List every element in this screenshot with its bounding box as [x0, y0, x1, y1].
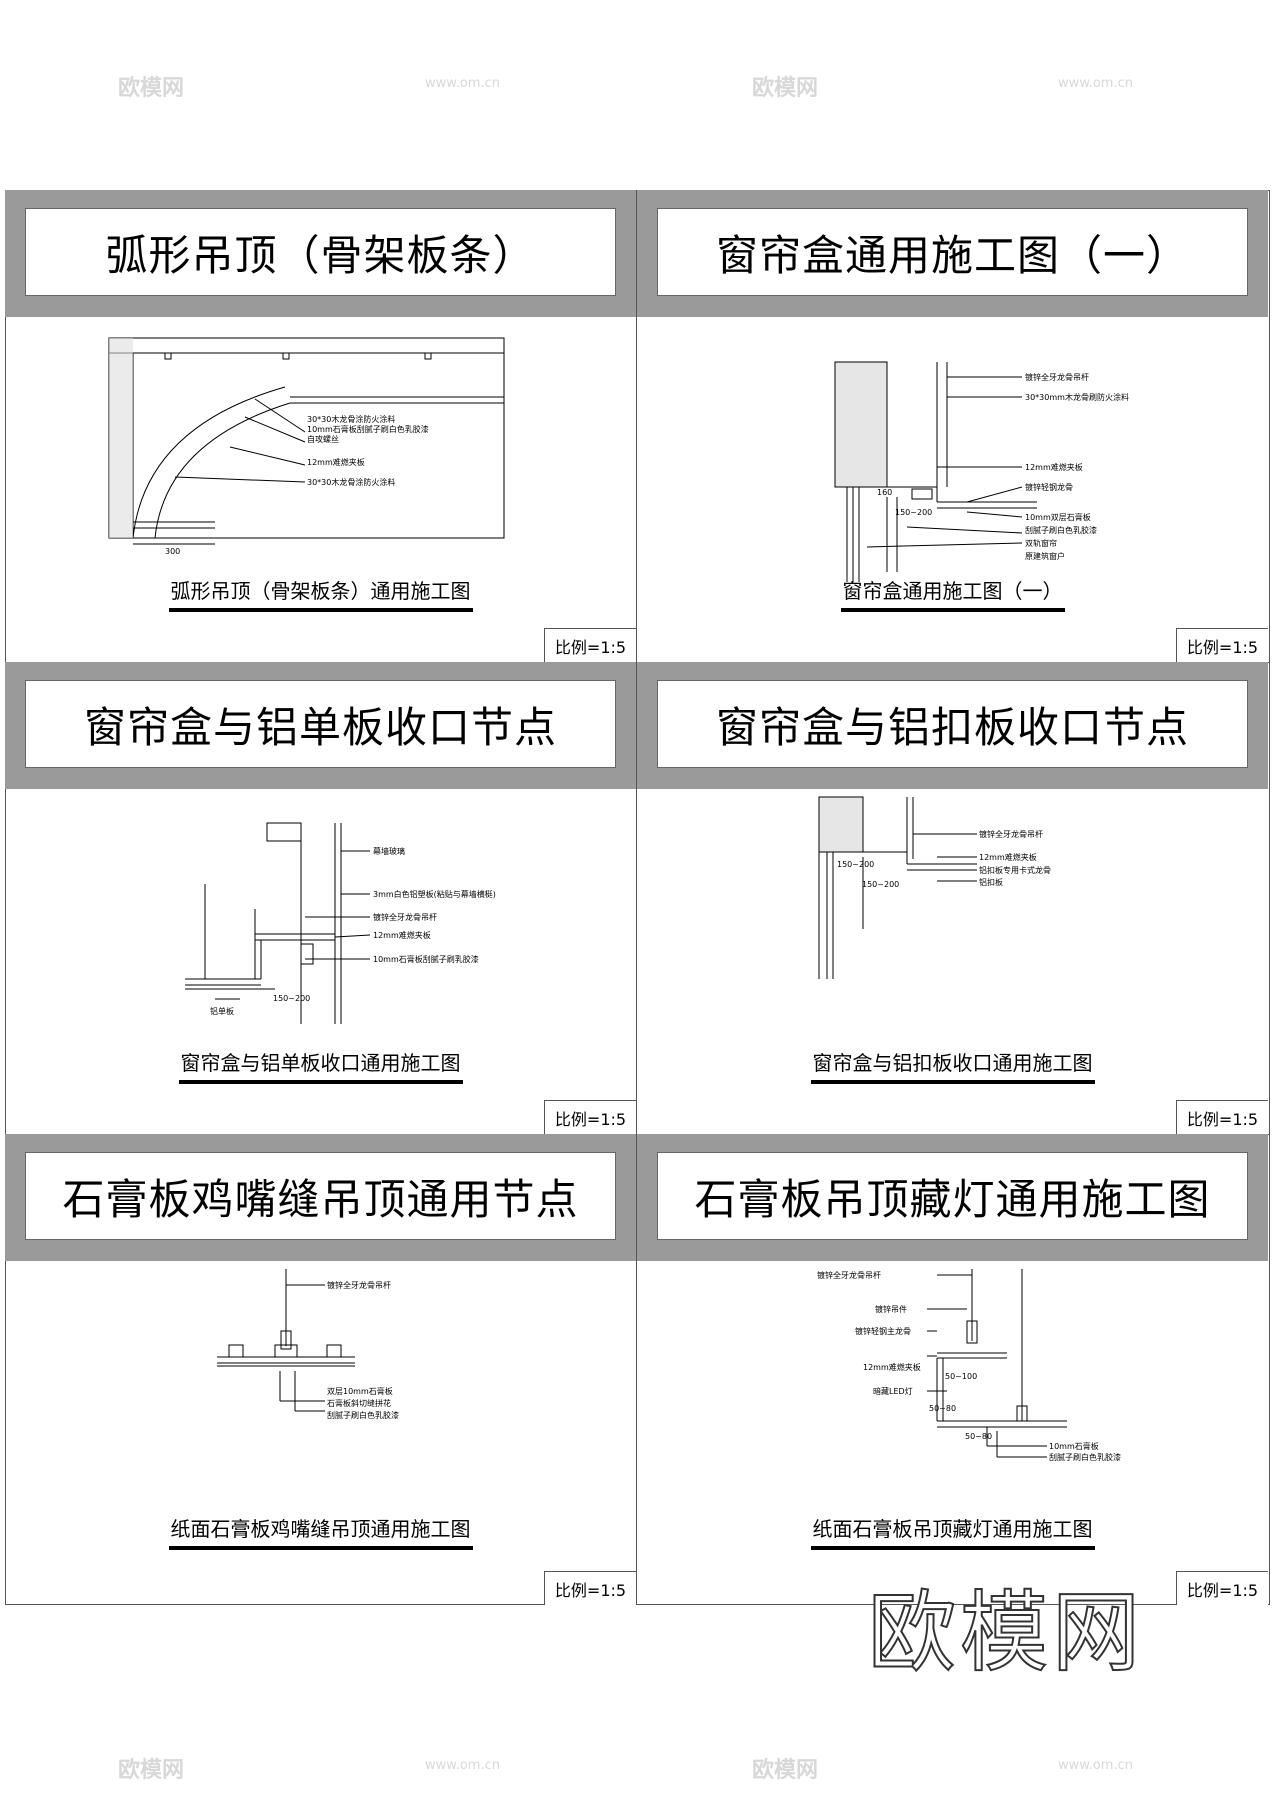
panel-caption: 窗帘盒通用施工图（一） [637, 575, 1268, 612]
label: 自攻螺丝 [307, 434, 339, 444]
dimension: 150~200 [837, 860, 874, 869]
watermark-url: www.om.cn [1058, 76, 1133, 91]
detail-drawing: 镀锌全牙龙骨吊杆 镀锌吊件 镀锌轻钢主龙骨 12mm难燃夹板 暗藏LED灯 10… [637, 1261, 1268, 1606]
label: 镀锌全牙龙骨吊杆 [1025, 372, 1089, 382]
panel-title: 窗帘盒通用施工图（一） [657, 208, 1248, 296]
watermark-brand: 欧模网 [118, 76, 185, 101]
label: 12mm难燃夹板 [979, 852, 1037, 862]
label: 30*30木龙骨涂防火涂料 [307, 477, 395, 487]
dimension: 50~80 [965, 1432, 992, 1441]
label: 30*30mm木龙骨刷防火涂料 [1025, 392, 1129, 402]
label: 镀锌全牙龙骨吊杆 [979, 829, 1043, 839]
panel-header: 石膏板鸡嘴缝吊顶通用节点 [5, 1134, 636, 1261]
label: 3mm白色铝塑板(粘贴与幕墙横梃) [373, 889, 496, 899]
panel-title: 石膏板吊顶藏灯通用施工图 [657, 1152, 1248, 1240]
label: 铝单板 [210, 1006, 234, 1016]
label: 10mm石膏板刮腻子刷乳胶漆 [373, 954, 479, 964]
panel-caption: 纸面石膏板鸡嘴缝吊顶通用施工图 [5, 1513, 636, 1550]
watermark-brand: 欧模网 [752, 1758, 819, 1783]
panel-title: 窗帘盒与铝扣板收口节点 [657, 680, 1248, 768]
scale-label: 比例=1:5 [544, 1571, 636, 1605]
panel-caption: 窗帘盒与铝单板收口通用施工图 [5, 1047, 636, 1084]
panel-caption: 纸面石膏板吊顶藏灯通用施工图 [637, 1513, 1268, 1550]
panel-gypsum-beak-joint: 石膏板鸡嘴缝吊顶通用节点 镀锌全牙龙骨吊杆 双层10mm石膏板 石膏板斜切缝拼花… [5, 1134, 636, 1605]
panel-arc-ceiling: 弧形吊顶（骨架板条） 30*30木龙骨涂防火涂料 [5, 190, 636, 662]
label: 镀锌吊件 [875, 1304, 907, 1314]
panel-curtain-box: 窗帘盒通用施工图（一） [637, 190, 1268, 662]
panel-title: 石膏板鸡嘴缝吊顶通用节点 [25, 1152, 616, 1240]
scale-label: 比例=1:5 [544, 628, 636, 662]
label: 刮腻子刷白色乳胶漆 [1049, 1452, 1121, 1462]
panel-caption: 窗帘盒与铝扣板收口通用施工图 [637, 1047, 1268, 1084]
watermark-brand: 欧模网 [752, 76, 819, 101]
caption-text: 弧形吊顶（骨架板条）通用施工图 [168, 575, 473, 612]
dimension: 50~100 [945, 1372, 977, 1381]
label: 双层10mm石膏板 [327, 1386, 393, 1396]
panel-header: 窗帘盒与铝单板收口节点 [5, 662, 636, 789]
label: 原建筑窗户 [1025, 551, 1065, 561]
panel-header: 石膏板吊顶藏灯通用施工图 [637, 1134, 1268, 1261]
label: 12mm难燃夹板 [373, 930, 431, 940]
scale-label: 比例=1:5 [1176, 628, 1268, 662]
column-divider [636, 190, 637, 1605]
dimension: 150~200 [862, 880, 899, 889]
panel-header: 弧形吊顶（骨架板条） [5, 190, 636, 317]
scale-label: 比例=1:5 [544, 1100, 636, 1134]
label: 铝扣板专用卡式龙骨 [979, 865, 1051, 875]
dimension: 160 [877, 488, 892, 497]
label: 12mm难燃夹板 [863, 1362, 921, 1372]
label: 双轨窗帘 [1025, 538, 1057, 548]
label: 12mm难燃夹板 [1025, 462, 1083, 472]
detail-drawing: 幕墙玻璃 3mm白色铝塑板(粘贴与幕墙横梃) 镀锌全牙龙骨吊杆 12mm难燃夹板… [5, 789, 636, 1134]
label: 镀锌全牙龙骨吊杆 [327, 1280, 391, 1290]
scale-label: 比例=1:5 [1176, 1571, 1268, 1605]
panel-header: 窗帘盒与铝扣板收口节点 [637, 662, 1268, 789]
watermark-url: www.om.cn [425, 1758, 500, 1773]
detail-drawing: 30*30木龙骨涂防火涂料 10mm石膏板刮腻子刷白色乳胶漆 自攻螺丝 12mm… [5, 317, 636, 662]
label: 石膏板斜切缝拼花 [327, 1398, 391, 1408]
dimension: 50~80 [929, 1404, 956, 1413]
caption-text: 窗帘盒与铝扣板收口通用施工图 [810, 1047, 1095, 1084]
label: 镀锌全牙龙骨吊杆 [373, 912, 437, 922]
panel-gypsum-hidden-light: 石膏板吊顶藏灯通用施工图 [637, 1134, 1268, 1605]
panel-header: 窗帘盒通用施工图（一） [637, 190, 1268, 317]
panel-title: 弧形吊顶（骨架板条） [25, 208, 616, 296]
caption-text: 窗帘盒通用施工图（一） [840, 575, 1065, 612]
label: 铝扣板 [979, 877, 1003, 887]
label: 30*30木龙骨涂防火涂料 [307, 414, 395, 424]
detail-drawing: 镀锌全牙龙骨吊杆 双层10mm石膏板 石膏板斜切缝拼花 刮腻子刷白色乳胶漆 纸面… [5, 1261, 636, 1606]
label: 12mm难燃夹板 [307, 457, 365, 467]
label: 10mm石膏板 [1049, 1441, 1099, 1451]
dimension: 300 [165, 547, 180, 556]
label: 刮腻子刷白色乳胶漆 [327, 1410, 399, 1420]
label: 暗藏LED灯 [873, 1386, 913, 1396]
caption-text: 纸面石膏板吊顶藏灯通用施工图 [810, 1513, 1095, 1550]
label: 10mm石膏板刮腻子刷白色乳胶漆 [307, 424, 429, 434]
label: 刮腻子刷白色乳胶漆 [1025, 525, 1097, 535]
watermark-url: www.om.cn [425, 76, 500, 91]
label: 镀锌全牙龙骨吊杆 [817, 1270, 881, 1280]
dimension: 150~200 [895, 508, 932, 517]
brand-watermark-logo: 欧模网 [867, 1580, 1145, 1685]
label: 幕墙玻璃 [373, 846, 405, 856]
watermark-url: www.om.cn [1058, 1758, 1133, 1773]
watermark-brand: 欧模网 [118, 1758, 185, 1783]
dimension: 150~200 [273, 994, 310, 1003]
panel-curtain-aluminum-clip: 窗帘盒与铝扣板收口节点 镀锌全牙龙骨吊杆 12mm难燃夹板 铝扣板专用卡式龙骨 [637, 662, 1268, 1134]
panel-curtain-aluminum-single: 窗帘盒与铝单板收口节点 [5, 662, 636, 1134]
caption-text: 窗帘盒与铝单板收口通用施工图 [178, 1047, 463, 1084]
label: 镀锌轻钢主龙骨 [855, 1326, 911, 1336]
scale-label: 比例=1:5 [1176, 1100, 1268, 1134]
detail-drawing: 镀锌全牙龙骨吊杆 12mm难燃夹板 铝扣板专用卡式龙骨 铝扣板 150~200 … [637, 789, 1268, 1134]
label: 10mm双层石膏板 [1025, 512, 1091, 522]
panel-title: 窗帘盒与铝单板收口节点 [25, 680, 616, 768]
label: 镀锌轻钢龙骨 [1025, 482, 1073, 492]
detail-drawing: 镀锌全牙龙骨吊杆 30*30mm木龙骨刷防火涂料 12mm难燃夹板 镀锌轻钢龙骨… [637, 317, 1268, 662]
caption-text: 纸面石膏板鸡嘴缝吊顶通用施工图 [168, 1513, 473, 1550]
panel-caption: 弧形吊顶（骨架板条）通用施工图 [5, 575, 636, 612]
